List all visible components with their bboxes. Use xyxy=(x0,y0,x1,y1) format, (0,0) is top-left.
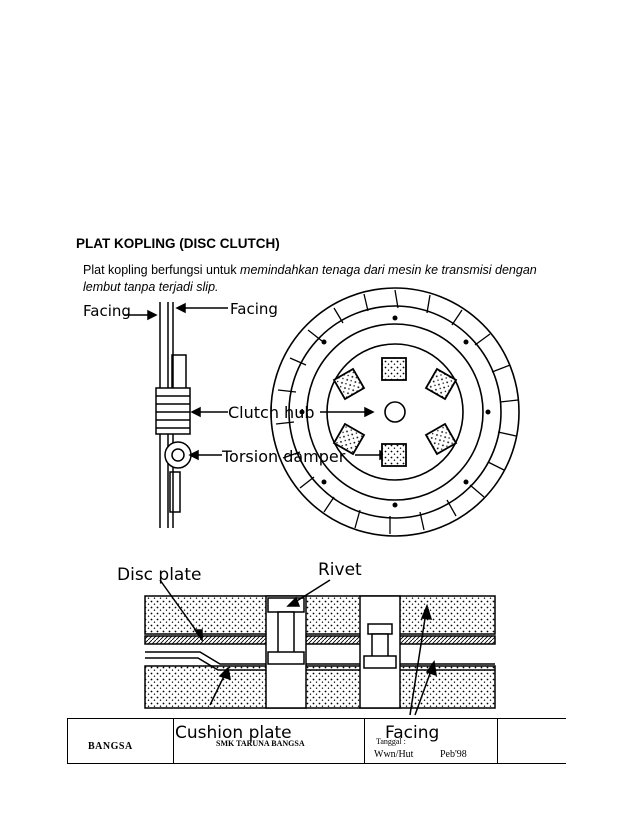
paragraph-italic-text: memindahkan tenaga dari mesin ke transmi… xyxy=(83,263,537,294)
footer-date: Peb'98 xyxy=(440,749,467,760)
label-clutch-hub: Clutch hub xyxy=(228,403,315,422)
footer-meta-label: Tanggal : xyxy=(376,737,406,746)
label-disc-plate: Disc plate xyxy=(117,565,201,585)
footer-school-center: SMK TARUNA BANGSA xyxy=(216,739,305,748)
footer-author: Wwn/Hut xyxy=(374,749,414,760)
page-footer: BANGSA SMK TARUNA BANGSA Tanggal : Wwn/H… xyxy=(67,718,566,764)
label-cushion-plate: Cushion plate xyxy=(175,723,292,743)
section-title: PLAT KOPLING (DISC CLUTCH) xyxy=(76,236,280,251)
disc-front-view xyxy=(270,287,520,537)
label-rivet: Rivet xyxy=(318,560,362,580)
disc-cross-section xyxy=(144,595,496,709)
label-facing-left: Facing xyxy=(83,302,131,320)
disc-side-view xyxy=(155,302,192,528)
paragraph-normal-text: Plat kopling berfungsi untuk xyxy=(83,263,241,277)
label-facing-right: Facing xyxy=(230,300,278,318)
footer-school-left: BANGSA xyxy=(88,741,133,752)
label-torsion-damper: Torsion damper xyxy=(221,447,346,466)
section-paragraph: Plat kopling berfungsi untuk memindahkan… xyxy=(83,262,573,296)
label-facing-bottom: Facing xyxy=(385,723,439,743)
